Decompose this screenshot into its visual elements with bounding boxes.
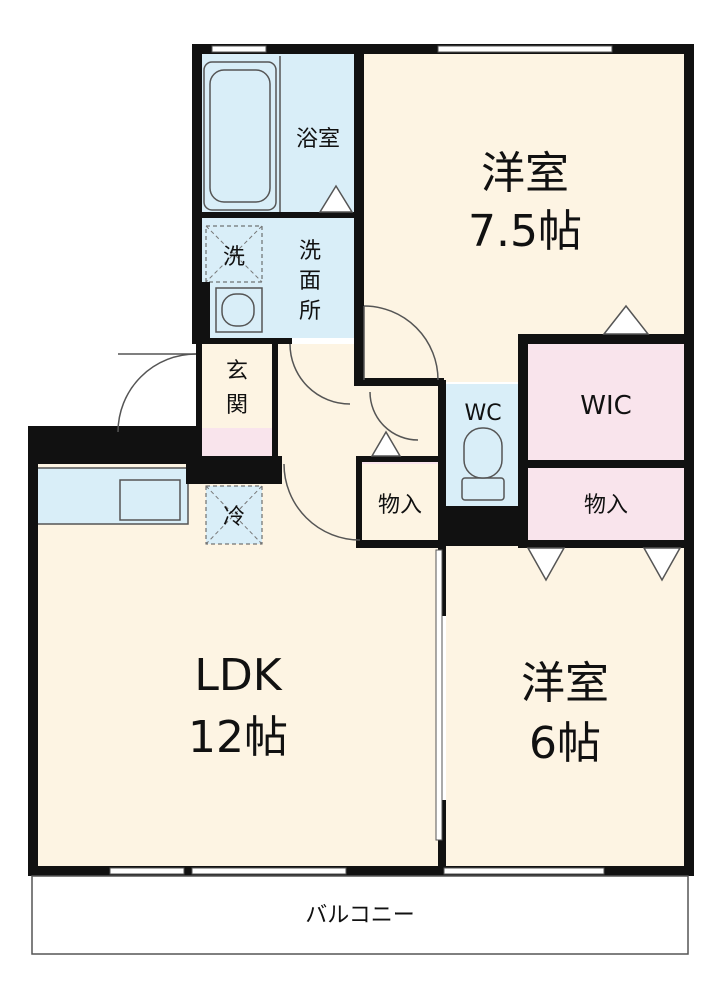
door-swings xyxy=(117,305,439,541)
western-room-2-name: 洋室 xyxy=(521,658,609,709)
ldk-size: 12帖 xyxy=(188,712,288,763)
washroom-label-3: 所 xyxy=(299,299,321,324)
balcony-label: バルコニー xyxy=(305,903,415,928)
washer-cross-2 xyxy=(205,225,263,283)
entrance-step xyxy=(200,428,274,456)
balcony xyxy=(31,875,689,955)
sliding-door xyxy=(435,549,443,841)
fridge-space xyxy=(205,485,263,545)
storage-2-floor xyxy=(528,468,686,542)
washer-label: 洗 xyxy=(223,245,245,270)
bathroom-label: 浴室 xyxy=(296,127,340,152)
washroom-label-1: 洗 xyxy=(299,239,321,264)
fridge-label: 冷 xyxy=(223,505,245,530)
western-room-2-floor xyxy=(446,546,686,868)
windows xyxy=(109,45,613,875)
closet-triangles xyxy=(318,184,682,582)
wic-floor xyxy=(528,344,686,462)
storage-2-label: 物入 xyxy=(584,493,628,518)
kitchen-sink xyxy=(119,479,181,521)
toilet-bowl xyxy=(463,427,503,479)
washroom-label-2: 面 xyxy=(299,269,321,294)
western-room-1-name: 洋室 xyxy=(481,148,569,199)
wic-label: WIC xyxy=(580,391,632,421)
western-room-1-size: 7.5帖 xyxy=(468,206,582,257)
washer-cross-1 xyxy=(205,225,263,283)
bathtub-inner xyxy=(209,69,271,203)
western-room-2-size: 6帖 xyxy=(529,718,601,769)
bathtub xyxy=(203,61,277,211)
toilet-tank xyxy=(461,477,505,501)
entrance-label-2: 関 xyxy=(226,393,248,418)
entrance-floor xyxy=(200,344,274,428)
wash-basin-bowl xyxy=(221,293,255,327)
entrance-label-1: 玄 xyxy=(226,359,248,384)
ldk-name: LDK xyxy=(194,650,282,701)
storage-1-label: 物入 xyxy=(378,493,422,518)
ldk-floor-upper xyxy=(280,458,360,548)
wc-label: WC xyxy=(464,401,501,426)
